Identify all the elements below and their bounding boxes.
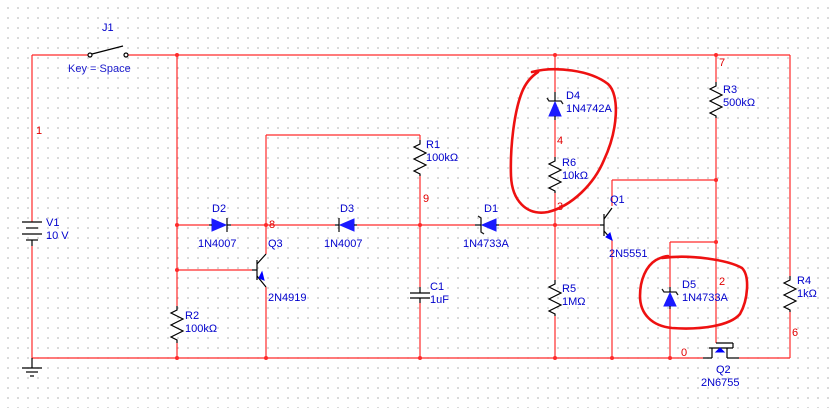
d2-ref: D2 xyxy=(212,203,226,215)
r1-ref: R1 xyxy=(426,139,440,151)
d5-ref: D5 xyxy=(682,279,696,291)
diode-d4[interactable]: D4 1N4742A xyxy=(546,90,613,120)
net-label-9: 9 xyxy=(423,193,429,205)
d4-value: 1N4742A xyxy=(566,103,613,115)
net-label-1: 1 xyxy=(36,125,42,137)
r1-value: 100kΩ xyxy=(426,152,458,164)
diode-d5[interactable]: D5 1N4733A xyxy=(661,279,729,309)
net-label-4: 4 xyxy=(557,135,563,147)
q2-value: 2N6755 xyxy=(701,377,740,389)
r3-value: 500kΩ xyxy=(723,97,755,109)
diode-d2[interactable]: D2 1N4007 xyxy=(198,203,237,250)
d4-ref: D4 xyxy=(566,90,580,102)
q3-ref: Q3 xyxy=(268,238,283,250)
r5-ref: R5 xyxy=(562,283,576,295)
d3-value: 1N4007 xyxy=(324,238,363,250)
net-labels: 1 2 3 4 6 7 8 9 0 xyxy=(36,57,798,359)
resistor-r4[interactable]: R4 1kΩ xyxy=(782,275,817,312)
resistor-r1[interactable]: R1 100kΩ xyxy=(412,139,458,176)
r4-ref: R4 xyxy=(797,275,811,287)
wires xyxy=(31,54,791,359)
j1-key-label: Key = Space xyxy=(68,63,131,75)
q2-ref: Q2 xyxy=(716,364,731,376)
r6-value: 10kΩ xyxy=(562,170,588,182)
junctions xyxy=(175,53,718,360)
d3-ref: D3 xyxy=(340,203,354,215)
ground-symbol xyxy=(22,358,42,377)
transistor-q2[interactable]: Q2 2N6755 xyxy=(701,342,740,389)
annotation-circle-d4 xyxy=(509,68,618,214)
r2-ref: R2 xyxy=(185,310,199,322)
diode-d1[interactable]: D1 1N4733A xyxy=(463,203,510,250)
r2-value: 100kΩ xyxy=(185,323,217,335)
net-label-2: 2 xyxy=(719,276,725,288)
resistor-r2[interactable]: R2 100kΩ xyxy=(169,306,217,343)
r5-value: 1MΩ xyxy=(562,296,586,308)
diode-d3[interactable]: D3 1N4007 xyxy=(324,203,363,250)
resistor-r3[interactable]: R3 500kΩ xyxy=(708,82,755,118)
annotation-circles xyxy=(509,68,749,330)
d5-value: 1N4733A xyxy=(682,292,729,304)
r4-value: 1kΩ xyxy=(797,288,817,300)
switch-j1[interactable]: J1 Key = Space xyxy=(68,22,131,75)
net-label-0: 0 xyxy=(681,347,687,359)
resistor-r5[interactable]: R5 1MΩ xyxy=(547,280,586,316)
q1-ref: Q1 xyxy=(610,194,625,206)
annotation-circle-d5 xyxy=(638,254,749,330)
d2-value: 1N4007 xyxy=(198,238,237,250)
transistor-q1[interactable]: Q1 2N5551 xyxy=(600,194,648,260)
d1-value: 1N4733A xyxy=(463,238,510,250)
net-label-7: 7 xyxy=(719,57,725,69)
net-label-8: 8 xyxy=(269,219,275,231)
v1-ref: V1 xyxy=(46,217,59,229)
r6-ref: R6 xyxy=(562,157,576,169)
c1-value: 1uF xyxy=(430,294,449,306)
q1-value: 2N5551 xyxy=(609,248,648,260)
net-label-6: 6 xyxy=(792,327,798,339)
c1-ref: C1 xyxy=(430,281,444,293)
battery-v1[interactable]: V1 10 V xyxy=(22,217,69,246)
resistor-r6[interactable]: R6 10kΩ xyxy=(547,157,588,193)
r3-ref: R3 xyxy=(723,84,737,96)
transistor-q3[interactable]: Q3 2N4919 xyxy=(252,238,307,304)
v1-value: 10 V xyxy=(46,230,69,242)
capacitor-c1[interactable]: C1 1uF xyxy=(410,281,449,306)
q3-value: 2N4919 xyxy=(268,292,307,304)
d1-ref: D1 xyxy=(484,203,498,215)
j1-ref: J1 xyxy=(102,22,114,34)
